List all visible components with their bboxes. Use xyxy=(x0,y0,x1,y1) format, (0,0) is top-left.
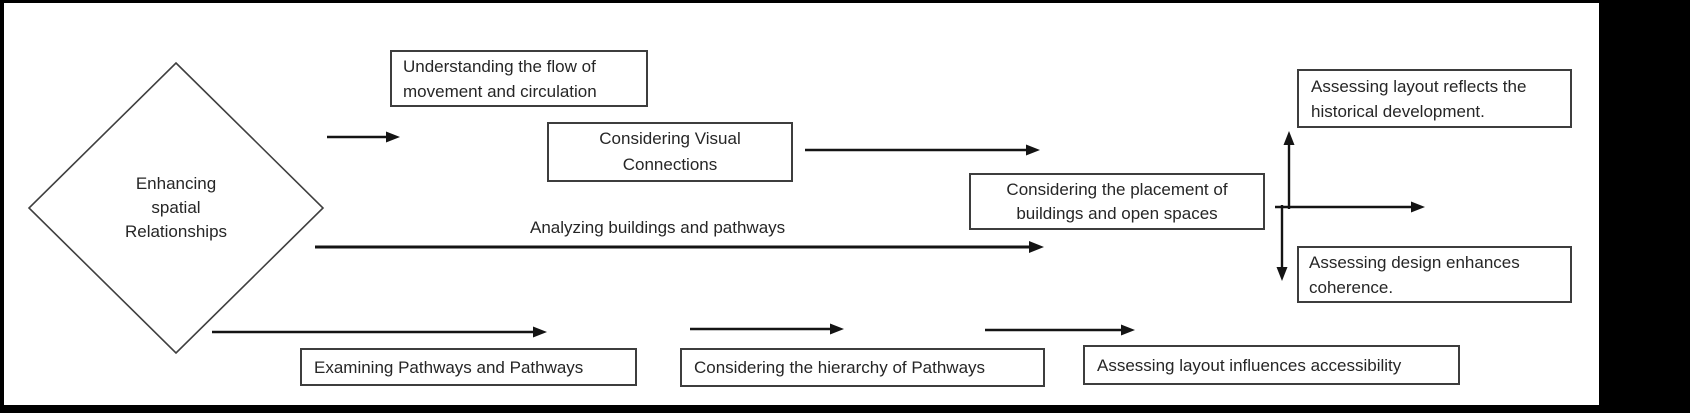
frame-top-bar xyxy=(0,0,1690,3)
node-hierarchy-pathways[interactable]: Considering the hierarchy of Pathways xyxy=(680,348,1045,387)
node-placement-buildings[interactable]: Considering the placement of buildings a… xyxy=(969,173,1265,230)
frame-right-bar xyxy=(1599,0,1690,413)
arrow-diamond-to-examining[interactable] xyxy=(212,326,547,338)
arrow-examining-to-hierarchy[interactable] xyxy=(690,323,844,335)
arrow-visual-to-placement[interactable] xyxy=(805,144,1040,156)
frame-left-bar xyxy=(0,0,4,413)
node-visual-connections-line2: Connections xyxy=(622,155,718,174)
arrow-down-to-coherence[interactable] xyxy=(1276,205,1288,281)
diamond-text-line2: spatial xyxy=(151,198,201,217)
node-historical-development-line2: historical development. xyxy=(1311,101,1485,121)
node-placement-buildings-line2: buildings and open spaces xyxy=(1016,203,1218,223)
node-design-coherence-line2: coherence. xyxy=(1309,277,1394,297)
node-historical-development[interactable]: Assessing layout reflects the historical… xyxy=(1297,69,1572,128)
node-layout-accessibility[interactable]: Assessing layout influences accessibilit… xyxy=(1083,345,1460,385)
node-visual-connections[interactable]: Considering Visual Connections xyxy=(547,122,793,182)
diamond-node-enhancing-spatial-relationships[interactable]: Enhancing spatial Relationships xyxy=(29,63,323,353)
node-understanding-flow[interactable]: Understanding the flow of movement and c… xyxy=(390,50,648,107)
node-understanding-flow-line1: Understanding the flow of xyxy=(403,56,596,76)
node-historical-development-line1: Assessing layout reflects the xyxy=(1311,76,1527,96)
node-hierarchy-pathways-label: Considering the hierarchy of Pathways xyxy=(694,358,986,377)
arrow-hierarchy-to-accessibility[interactable] xyxy=(985,324,1135,336)
arrow-right-from-placement[interactable] xyxy=(1275,201,1425,213)
node-design-coherence-line1: Assessing design enhances xyxy=(1309,252,1520,272)
frame-bottom-bar xyxy=(0,405,1690,413)
diamond-text-line3: Relationships xyxy=(124,222,228,241)
node-design-coherence[interactable]: Assessing design enhances coherence. xyxy=(1297,246,1572,303)
node-examining-pathways[interactable]: Examining Pathways and Pathways xyxy=(300,348,637,386)
arrow-diamond-to-understanding[interactable] xyxy=(327,131,400,143)
diamond-text-line1: Enhancing xyxy=(135,174,217,193)
node-visual-connections-line1: Considering Visual xyxy=(599,129,741,148)
node-placement-buildings-line1: Considering the placement of xyxy=(1006,179,1228,199)
node-examining-pathways-label: Examining Pathways and Pathways xyxy=(314,357,584,377)
node-layout-accessibility-label: Assessing layout influences accessibilit… xyxy=(1097,355,1402,375)
node-understanding-flow-line2: movement and circulation xyxy=(403,81,597,101)
arrow-up-to-historical[interactable] xyxy=(1283,131,1295,209)
edge-label-analyzing-pathways[interactable]: Analyzing buildings and pathways xyxy=(530,218,786,237)
arrow-analyzing-pathways[interactable] xyxy=(315,241,1044,253)
diamond-shape[interactable] xyxy=(27,61,325,355)
